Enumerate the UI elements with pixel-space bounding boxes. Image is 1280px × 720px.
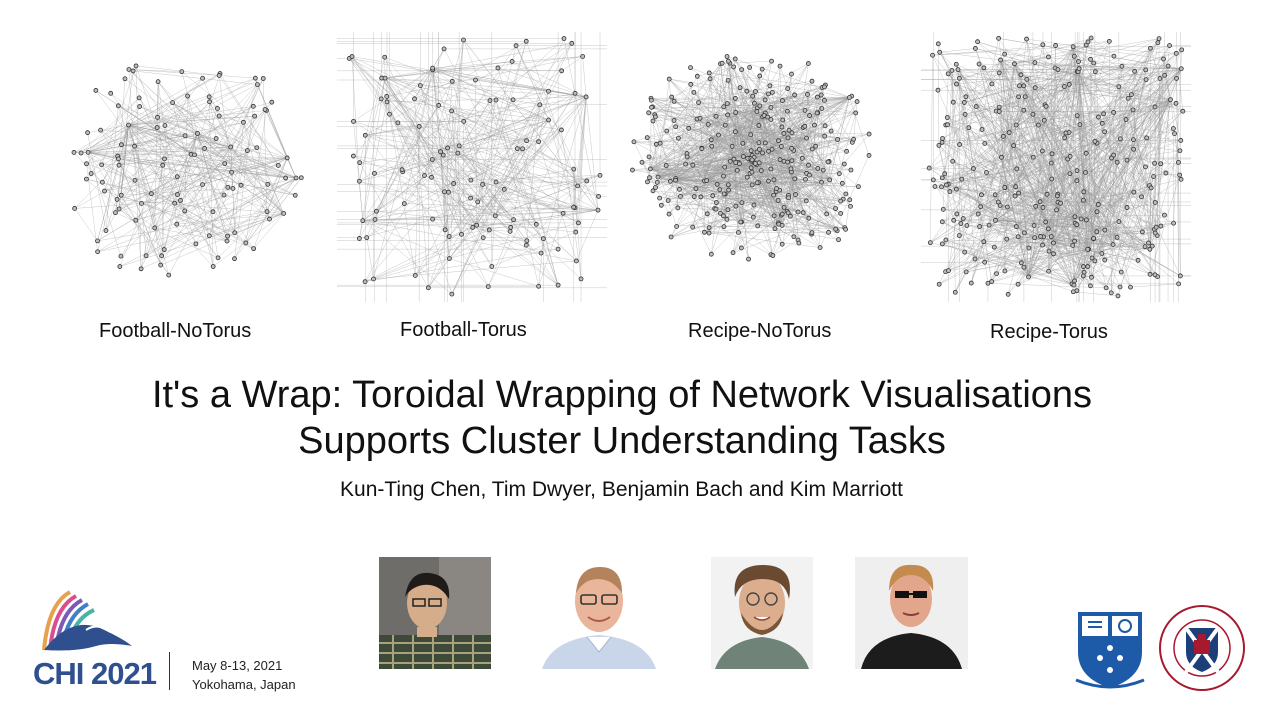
divider <box>169 652 170 690</box>
author-photo-kim-marriott <box>855 557 968 669</box>
conference-dates: May 8-13, 2021 <box>192 656 296 675</box>
author-photo-kun-ting-chen <box>379 557 491 669</box>
graph-football-notorus <box>48 32 318 302</box>
author-list: Kun-Ting Chen, Tim Dwyer, Benjamin Bach … <box>0 478 1243 502</box>
edinburgh-crest-icon <box>1158 604 1246 692</box>
graph-football-torus <box>337 32 607 302</box>
caption-recipe-notorus: Recipe-NoTorus <box>688 320 831 343</box>
graph-recipe-torus <box>921 32 1191 302</box>
monash-crest-icon <box>1072 608 1148 690</box>
author-photo-benjamin-bach <box>711 557 813 669</box>
paper-title-line1: It's a Wrap: Toroidal Wrapping of Networ… <box>0 371 1262 419</box>
author-photo-tim-dwyer <box>532 557 666 669</box>
caption-football-torus: Football-Torus <box>400 319 527 342</box>
caption-football-notorus: Football-NoTorus <box>99 320 251 343</box>
graph-recipe-notorus <box>622 32 892 302</box>
conference-location: Yokohama, Japan <box>192 675 296 694</box>
paper-title-line2: Supports Cluster Understanding Tasks <box>0 417 1262 465</box>
caption-recipe-torus: Recipe-Torus <box>990 321 1108 344</box>
conference-info: May 8-13, 2021 Yokohama, Japan <box>192 656 296 694</box>
wave-icon <box>30 586 140 656</box>
chi-wordmark: CHI 2021 <box>33 656 156 692</box>
